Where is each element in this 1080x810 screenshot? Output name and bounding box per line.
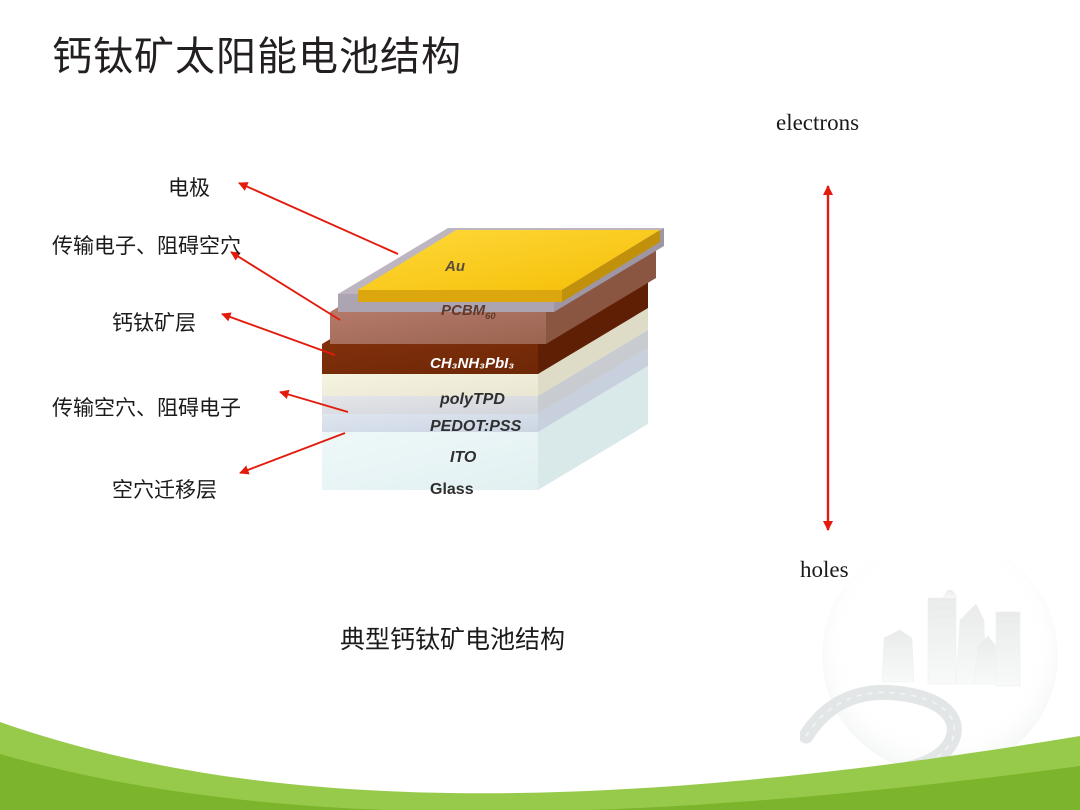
layer-label-pcbm60: PCBM60 <box>441 302 496 321</box>
layer-label-au: Au <box>445 258 465 275</box>
annotation-perovskite-layer: 钙钛矿层 <box>112 312 196 335</box>
layer-label-glass: Glass <box>430 481 474 498</box>
perovskite-layer-stack-diagram <box>322 228 664 490</box>
diagram-caption: 典型钙钛矿电池结构 <box>340 626 566 654</box>
layer-label-pedotpss: PEDOT:PSS <box>430 418 522 435</box>
label-electrons: electrons <box>776 110 860 135</box>
cityscape-watermark-icon <box>800 560 1058 770</box>
layer-label-perovskite: CH₃NH₃PbI₃ <box>430 355 515 372</box>
page-title: 钙钛矿太阳能电池结构 <box>52 35 462 79</box>
label-holes: holes <box>800 557 849 582</box>
annotation-hole-transport: 传输空穴、阻碍电子 <box>52 397 241 420</box>
layer-label-polytpd: polyTPD <box>440 391 505 408</box>
annotation-electrode: 电极 <box>168 177 210 200</box>
layer-au <box>358 230 660 302</box>
layer-label-ito: ITO <box>450 449 477 466</box>
green-decorative-band <box>0 722 1080 810</box>
annotation-hole-migration: 空穴迁移层 <box>112 479 217 502</box>
annotation-electron-transport: 传输电子、阻碍空穴 <box>52 235 241 258</box>
